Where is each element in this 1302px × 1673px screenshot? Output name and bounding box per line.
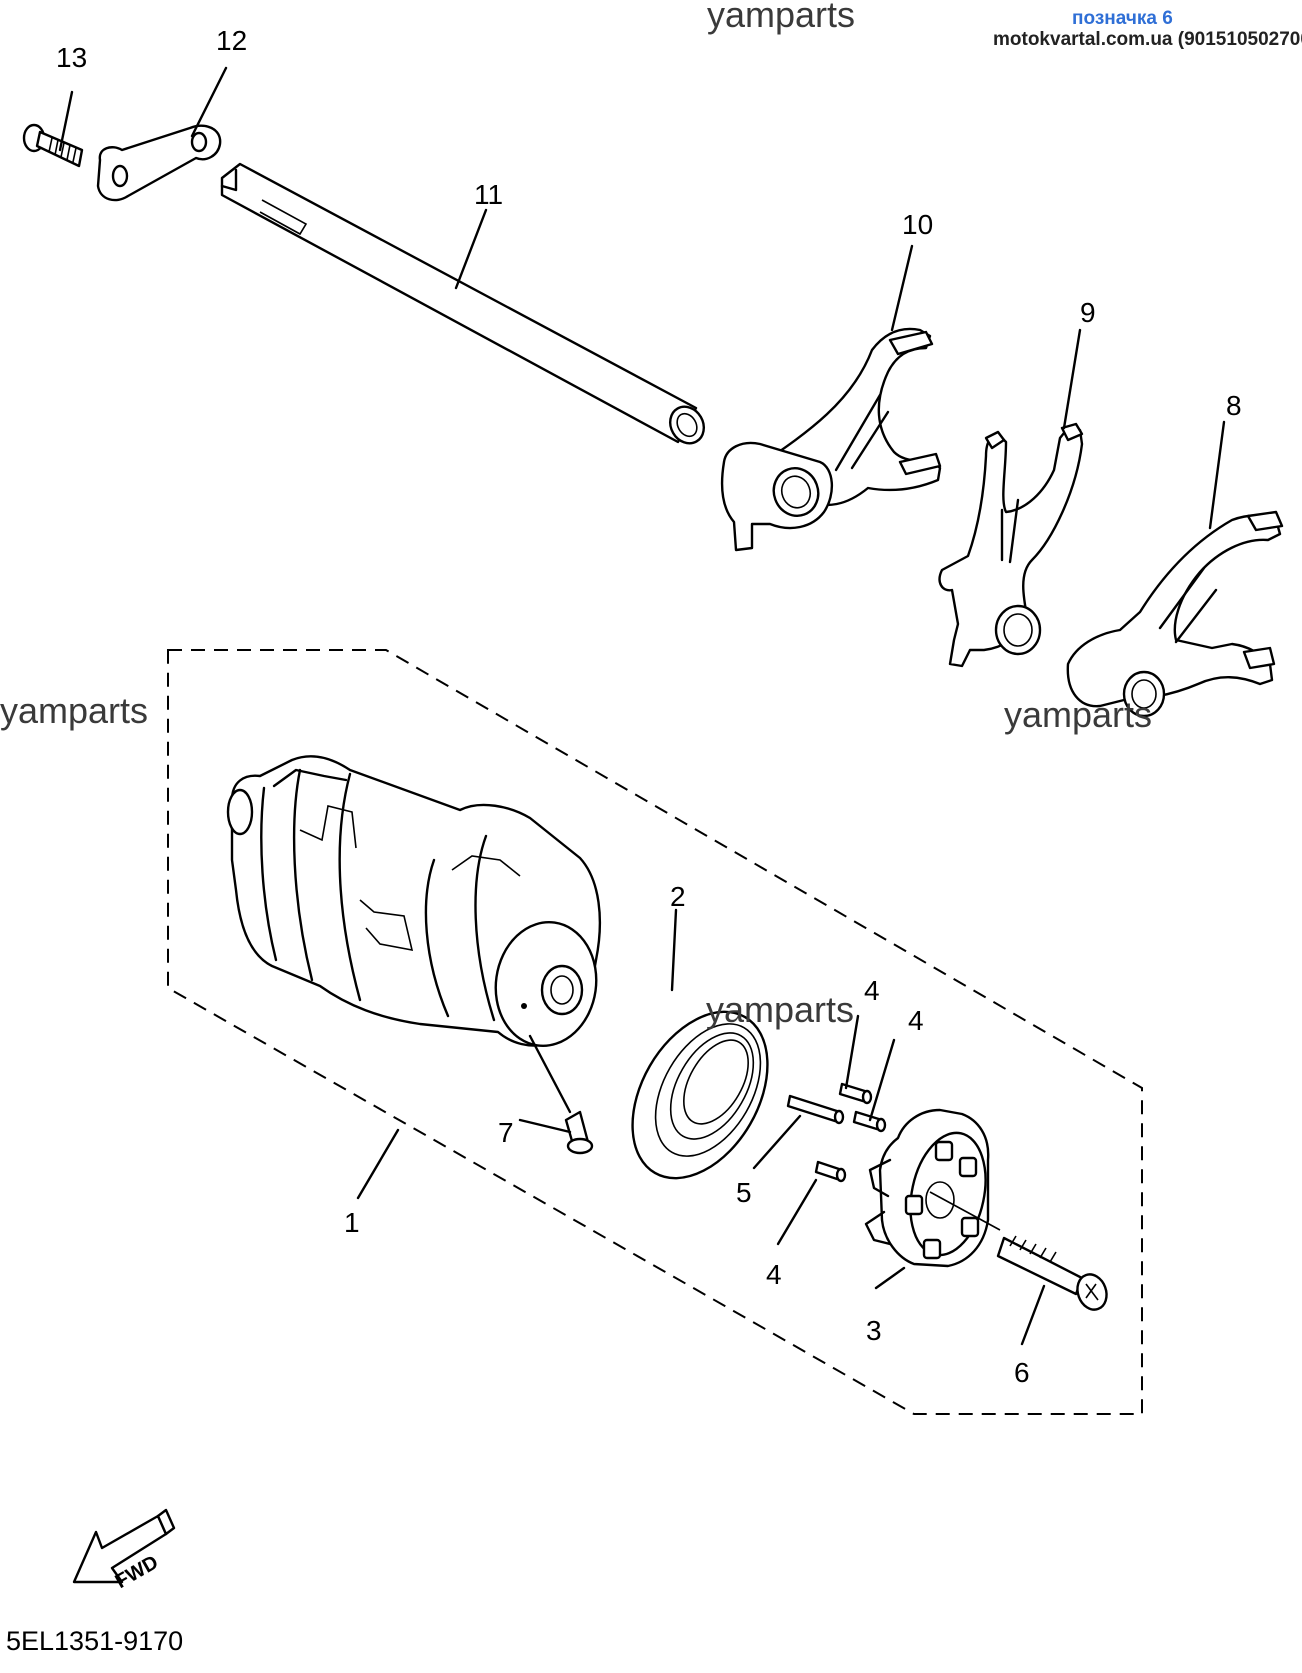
site-label: motokvartal.com.ua (901510502700) <box>993 29 1302 50</box>
part-10-shift-fork <box>720 327 942 552</box>
callout-10: 10 <box>902 209 933 240</box>
watermark-top: yamparts <box>707 0 855 35</box>
part-12-plate <box>96 124 222 202</box>
leader-lines <box>58 66 1226 1346</box>
watermark-center: yamparts <box>706 989 854 1030</box>
callout-12: 12 <box>216 25 247 56</box>
callout-4c: 4 <box>766 1259 782 1290</box>
diagram-code: 5EL1351-9170 <box>6 1626 183 1656</box>
part-2-bearing <box>631 1010 769 1180</box>
watermark-left: yamparts <box>0 690 148 731</box>
part-4-dowel-pin-a <box>838 1082 873 1105</box>
part-1-shift-cam <box>226 755 601 1047</box>
part-8-shift-fork <box>1066 510 1284 718</box>
part-4-dowel-pin-b <box>852 1110 887 1133</box>
part-4-dowel-pin-c <box>814 1160 847 1183</box>
callout-3: 3 <box>866 1315 882 1346</box>
badge-label: позначка 6 <box>1072 8 1173 29</box>
callout-7: 7 <box>498 1117 514 1148</box>
callout-4a: 4 <box>864 975 880 1006</box>
callout-4b: 4 <box>908 1005 924 1036</box>
assembly-1-boundary <box>167 649 1143 1415</box>
watermark-right: yamparts <box>1004 694 1152 735</box>
fwd-direction-arrow: FWD <box>72 1508 176 1593</box>
part-3-segment <box>864 1108 990 1268</box>
part-9-shift-fork <box>938 422 1084 668</box>
callout-8: 8 <box>1226 390 1242 421</box>
part-5-dowel-pin <box>786 1094 845 1125</box>
part-6-screw <box>996 1235 1108 1311</box>
part-13-screw <box>22 123 84 168</box>
callout-11: 11 <box>474 179 503 210</box>
callout-9: 9 <box>1080 297 1096 328</box>
callout-13: 13 <box>56 42 87 73</box>
callout-1: 1 <box>344 1207 360 1238</box>
screw-axis-line <box>929 1191 1001 1231</box>
callout-6: 6 <box>1014 1357 1030 1388</box>
part-7-pin <box>564 1110 594 1155</box>
part-11-shaft <box>220 162 706 445</box>
callout-2: 2 <box>670 881 686 912</box>
callout-5: 5 <box>736 1177 752 1208</box>
